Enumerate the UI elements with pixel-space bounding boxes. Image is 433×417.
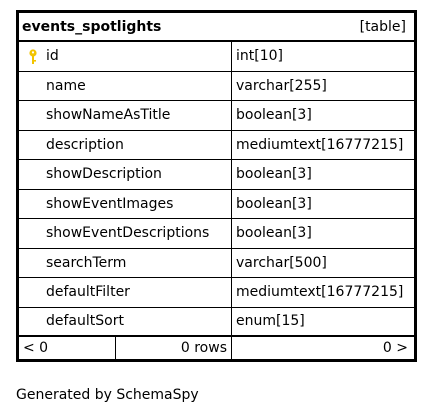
column-list: id int[10] name varchar[255] showNameAsTitle… (19, 42, 414, 337)
table-header: events_spotlights [table] (19, 13, 414, 42)
column-type: mediumtext[16777215] (236, 136, 404, 153)
column-type: varchar[255] (236, 77, 327, 94)
column-name-cell: showNameAsTitle (19, 101, 232, 130)
column-type: boolean[3] (236, 107, 312, 124)
column-name: showEventDescriptions (46, 225, 210, 242)
column-row: showEventImages boolean[3] (19, 189, 414, 219)
column-type: mediumtext[16777215] (236, 284, 404, 301)
table-entity: events_spotlights [table] id int[10] name v… (16, 10, 417, 362)
column-name-cell: name (19, 71, 232, 100)
column-row: showEventDescriptions boolean[3] (19, 219, 414, 249)
parents-count: < 0 (19, 337, 116, 359)
column-name-cell: showEventImages (19, 189, 232, 218)
column-name: defaultSort (46, 313, 124, 330)
column-name-cell: showDescription (19, 160, 232, 189)
column-row: name varchar[255] (19, 71, 414, 101)
column-name: defaultFilter (46, 284, 130, 301)
children-count: 0 > (382, 340, 408, 356)
column-name-cell: showEventDescriptions (19, 219, 232, 248)
column-name: showEventImages (46, 195, 174, 212)
generated-by-text: Generated by SchemaSpy (16, 387, 199, 403)
column-type: enum[15] (236, 313, 305, 330)
column-row: showNameAsTitle boolean[3] (19, 101, 414, 131)
column-name: description (46, 136, 124, 153)
column-name-cell: description (19, 130, 232, 159)
column-row: description mediumtext[16777215] (19, 130, 414, 160)
column-row: defaultSort enum[15] (19, 307, 414, 337)
column-row: defaultFilter mediumtext[16777215] (19, 278, 414, 308)
table-kind-label: [table] (359, 18, 406, 35)
column-row: showDescription boolean[3] (19, 160, 414, 190)
key-icon (29, 49, 37, 64)
column-type: boolean[3] (236, 225, 312, 242)
column-name: name (46, 77, 86, 94)
column-name: id (46, 48, 59, 65)
column-name-cell: defaultFilter (19, 278, 232, 307)
column-name-cell: searchTerm (19, 248, 232, 277)
column-row: searchTerm varchar[500] (19, 248, 414, 278)
table-name: events_spotlights (22, 18, 162, 35)
column-name: showNameAsTitle (46, 107, 171, 124)
column-type: boolean[3] (236, 166, 312, 183)
column-type: boolean[3] (236, 195, 312, 212)
column-name: searchTerm (46, 254, 127, 271)
column-row: id int[10] (19, 42, 414, 72)
table-footer: < 0 0 rows 0 > (19, 337, 414, 359)
column-type: varchar[500] (236, 254, 327, 271)
column-name: showDescription (46, 166, 162, 183)
column-type: int[10] (236, 48, 283, 65)
column-name-cell: defaultSort (19, 307, 232, 335)
row-count: 0 rows (116, 337, 232, 359)
column-name-cell: id (19, 42, 232, 71)
